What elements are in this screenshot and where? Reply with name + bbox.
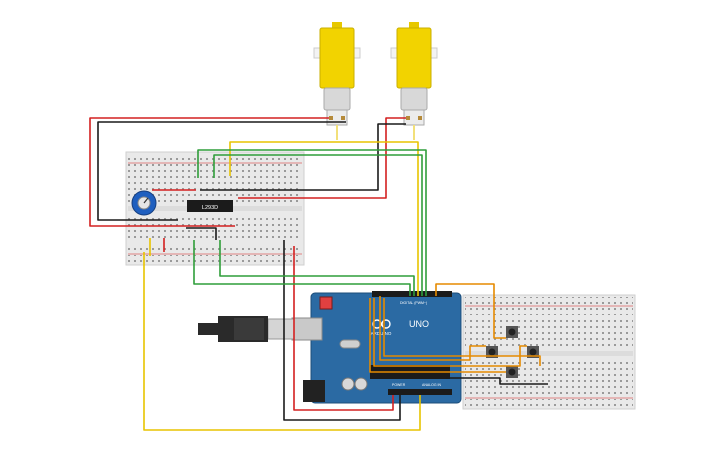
dc-motor-right[interactable] (390, 22, 438, 140)
wire-green-in2[interactable] (213, 154, 423, 296)
wire-black-button[interactable] (446, 377, 548, 385)
arduino-model-label: UNO (409, 319, 429, 329)
wire-orange-button-5[interactable] (383, 298, 541, 366)
wire-orange-button-4[interactable] (369, 298, 506, 373)
analog-header-label: ANALOG IN (422, 383, 442, 387)
push-button-2[interactable] (486, 346, 498, 358)
power-header-label: POWER (392, 383, 406, 387)
wire-black-motor-right[interactable] (200, 123, 406, 191)
wire-black-motor-left[interactable] (97, 121, 346, 221)
wire-red-power[interactable] (293, 246, 394, 411)
push-button-4[interactable] (506, 366, 518, 378)
wire-green-in4[interactable] (219, 240, 415, 296)
wire-black-gnd[interactable] (283, 240, 401, 421)
digital-header-label: DIGITAL (PWM~) (400, 301, 427, 305)
wire-orange-button-1[interactable] (435, 283, 506, 339)
arduino-brand-label: ARDUINO (371, 331, 392, 336)
driver-chip-label: L293D (202, 205, 218, 211)
push-button-1[interactable] (506, 326, 518, 338)
wire-yellow-enable[interactable] (229, 141, 419, 296)
arduino-uno-board[interactable]: ARDUINO UNO DIGITAL (PWM~) POWER ANALOG … (291, 291, 462, 404)
breadboard-right[interactable] (462, 294, 636, 410)
wire-red-motor-left[interactable] (89, 117, 329, 227)
wire-green-in3[interactable] (193, 240, 411, 296)
wire-yellow-signal[interactable] (143, 252, 421, 431)
usb-cable[interactable] (198, 316, 295, 342)
push-button-3[interactable] (527, 346, 539, 358)
l293d-driver-chip[interactable]: L293D (187, 200, 233, 212)
arduino-logo-icon (372, 319, 382, 329)
breadboard-left[interactable] (125, 151, 305, 266)
potentiometer[interactable] (131, 190, 157, 216)
wire-black-rail[interactable] (186, 227, 217, 240)
wire-orange-button-2[interactable] (379, 296, 486, 361)
wire-red-motor-right[interactable] (238, 117, 406, 199)
wire-green-in1[interactable] (197, 149, 427, 296)
wire-orange-button-3[interactable] (373, 298, 527, 367)
